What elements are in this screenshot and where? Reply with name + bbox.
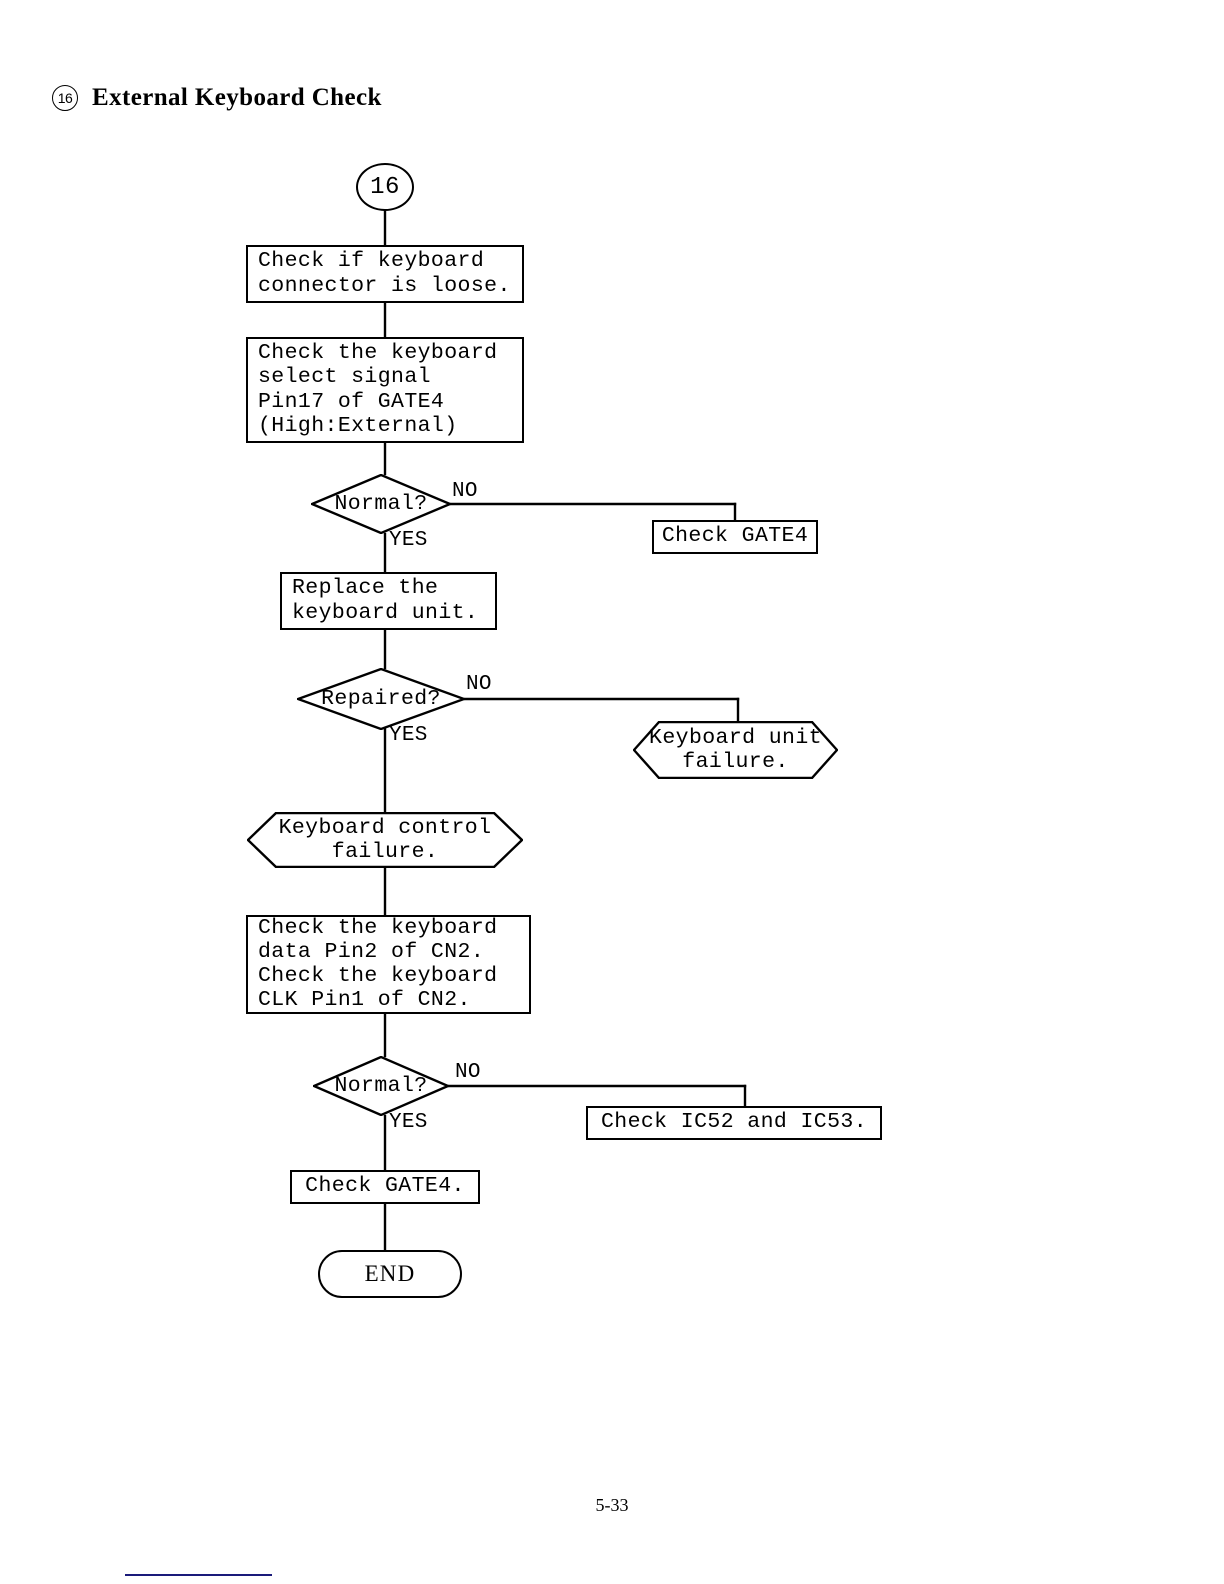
terminal-line-1: Keyboard unit (649, 725, 822, 750)
process-line-1: Check the keyboard (258, 915, 498, 940)
terminal-keyboard-control-failure: Keyboard control failure. (247, 812, 523, 868)
process-line-1: Check IC52 and IC53. (600, 1110, 868, 1135)
decision-normal-1: Normal? (311, 474, 451, 534)
terminal-text: Keyboard unit failure. (633, 721, 838, 779)
edge-label-yes-2: YES (389, 724, 428, 747)
terminator-end: END (318, 1250, 462, 1298)
process-line-2: keyboard unit. (292, 600, 479, 625)
process-check-ic52-ic53: Check IC52 and IC53. (586, 1106, 882, 1140)
decision-label: Normal? (334, 492, 428, 516)
decision-normal-2: Normal? (313, 1056, 449, 1116)
terminal-line-1: Keyboard control (278, 815, 492, 840)
terminal-line-2: failure. (682, 750, 789, 774)
process-line-4: (High:External) (258, 413, 458, 438)
process-check-data-clk-pins: Check the keyboard data Pin2 of CN2. Che… (246, 915, 531, 1014)
entry-connector-16: 16 (356, 163, 414, 211)
process-line-1: Check GATE4. (305, 1174, 465, 1199)
process-line-4: CLK Pin1 of CN2. (258, 988, 471, 1013)
terminator-label: END (364, 1261, 416, 1286)
edge-label-yes-1: YES (389, 529, 428, 552)
decision-label: Repaired? (321, 687, 441, 711)
decision-repaired: Repaired? (297, 668, 465, 730)
process-line-2: data Pin2 of CN2. (258, 939, 485, 964)
decision-label: Normal? (334, 1074, 428, 1098)
page-number: 5-33 (595, 1495, 629, 1515)
process-check-gate4-bottom: Check GATE4. (290, 1170, 480, 1204)
terminal-text: Keyboard control failure. (247, 812, 523, 868)
entry-connector-label: 16 (370, 173, 400, 201)
edge-label-no-1: NO (452, 480, 478, 503)
edge-label-no-2: NO (466, 673, 492, 696)
page-header: 16 External Keyboard Check (52, 84, 382, 112)
process-replace-keyboard-unit: Replace the keyboard unit. (280, 572, 497, 630)
process-check-connector-loose: Check if keyboard connector is loose. (246, 245, 524, 303)
process-check-select-signal: Check the keyboard select signal Pin17 o… (246, 337, 524, 443)
terminal-keyboard-unit-failure: Keyboard unit failure. (633, 721, 838, 779)
process-check-gate4-right: Check GATE4 (652, 520, 818, 554)
section-number-badge: 16 (52, 85, 78, 111)
process-line-1: Check the keyboard (258, 341, 498, 366)
edge-label-yes-3: YES (389, 1111, 428, 1134)
process-line-2: select signal (258, 365, 431, 390)
process-line-1: Check if keyboard (258, 249, 485, 274)
process-line-1: Check GATE4 (661, 524, 809, 549)
process-line-3: Pin17 of GATE4 (258, 389, 445, 414)
bottom-rule (125, 1574, 272, 1577)
edge-label-no-3: NO (455, 1061, 481, 1084)
page-title: External Keyboard Check (92, 84, 382, 111)
terminal-line-2: failure. (331, 840, 439, 864)
process-line-3: Check the keyboard (258, 964, 498, 988)
process-line-2: connector is loose. (258, 273, 511, 298)
process-line-1: Replace the (292, 576, 439, 601)
